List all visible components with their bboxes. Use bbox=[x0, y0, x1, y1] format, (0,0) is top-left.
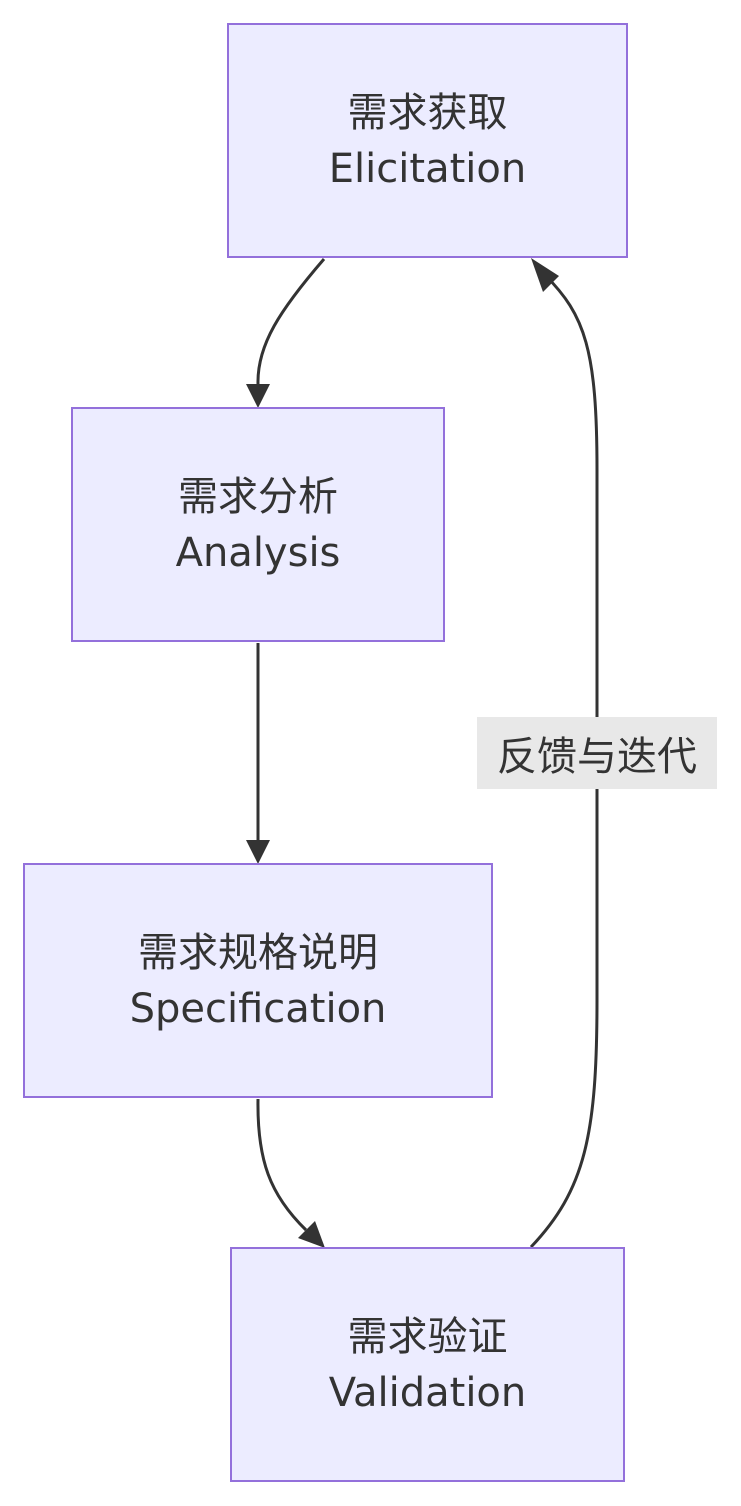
node-analysis[interactable]: 需求分析 Analysis bbox=[71, 407, 445, 642]
arrowhead-analysis bbox=[246, 384, 270, 408]
arrowhead-specification bbox=[246, 840, 270, 864]
arrowhead-validation bbox=[298, 1221, 325, 1248]
edge-specification-to-validation bbox=[256, 1098, 308, 1232]
node-specification-zh: 需求规格说明 bbox=[138, 929, 378, 976]
feedback-edge-label: 反馈与迭代 bbox=[477, 717, 717, 789]
node-elicitation[interactable]: 需求获取 Elicitation bbox=[227, 23, 628, 258]
arrowhead-elicitation-head bbox=[531, 258, 559, 292]
edge-elicitation-to-analysis bbox=[256, 258, 326, 385]
node-elicitation-en: Elicitation bbox=[328, 145, 527, 192]
node-analysis-zh: 需求分析 bbox=[178, 473, 338, 520]
edge-feedback-loop bbox=[529, 273, 599, 1249]
node-validation[interactable]: 需求验证 Validation bbox=[230, 1247, 625, 1482]
node-validation-en: Validation bbox=[328, 1369, 527, 1416]
node-analysis-en: Analysis bbox=[175, 529, 341, 576]
node-specification[interactable]: 需求规格说明 Specification bbox=[23, 863, 493, 1098]
node-validation-zh: 需求验证 bbox=[347, 1313, 508, 1360]
node-elicitation-zh: 需求获取 bbox=[347, 89, 508, 136]
node-specification-en: Specification bbox=[129, 985, 387, 1032]
